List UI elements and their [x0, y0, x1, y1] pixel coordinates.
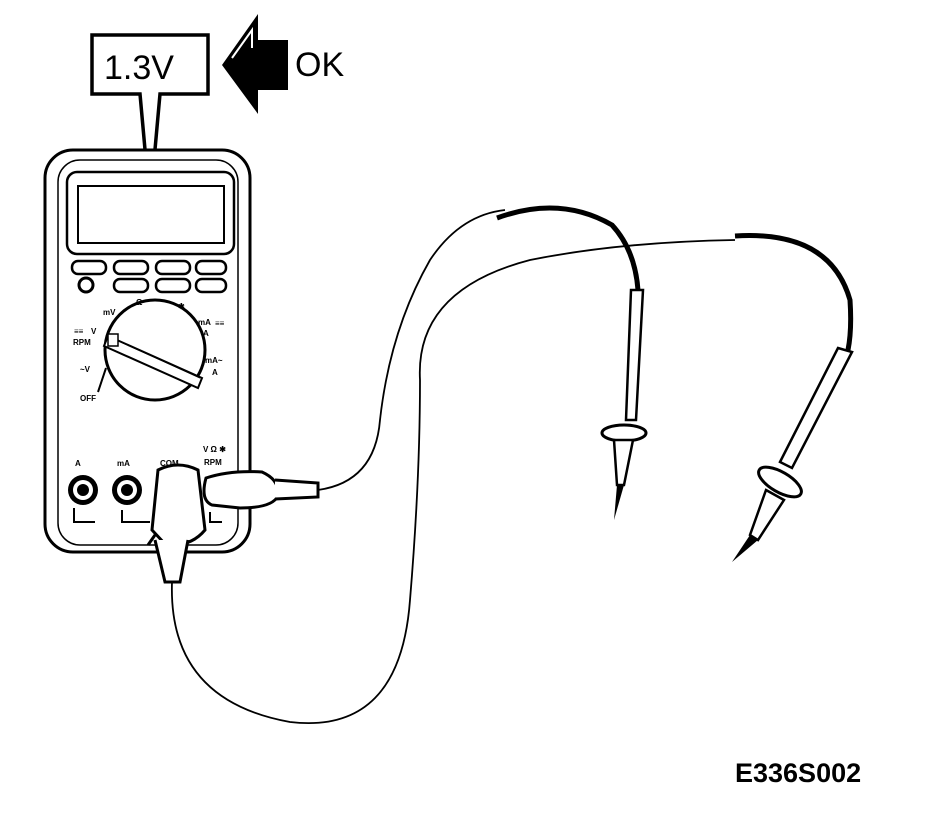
jack-label-v-ohm: V Ω ✱: [203, 445, 226, 454]
reading-value: 1.3V: [104, 49, 174, 87]
jack-labels: A mA COM V Ω ✱ RPM: [75, 445, 226, 468]
dial-labels: mV Ω ✱ mA ≡≡ A ≡≡ V RPM mA~ A ~V OFF: [73, 298, 225, 403]
dial-label-a-ac: A: [212, 368, 218, 377]
ok-arrow-icon: [222, 14, 288, 114]
dial-label-off: OFF: [80, 394, 96, 403]
reading-callout: 1.3V: [90, 33, 210, 206]
rotary-dial[interactable]: [97, 298, 207, 402]
figure-id: E336S002: [735, 758, 861, 788]
dial-label-ac-v: ~V: [80, 365, 91, 374]
jack-label-rpm: RPM: [204, 458, 222, 467]
input-jacks[interactable]: [68, 475, 222, 523]
black-test-probe: [732, 346, 854, 562]
dial-label-dc-v-symbol: ≡≡: [74, 327, 84, 336]
dial-label-ma-dc: mA: [198, 318, 211, 327]
dial-label-diode: ✱: [178, 302, 185, 311]
red-test-probe: [600, 288, 648, 520]
dial-label-mv: mV: [103, 308, 116, 317]
jack-label-ma: mA: [117, 459, 130, 468]
jack-label-a: A: [75, 459, 81, 468]
dial-label-dc-symbol: ≡≡: [215, 319, 225, 328]
v-ohm-probe-plug[interactable]: [202, 470, 320, 510]
test-leads: [171, 205, 854, 724]
dial-label-a-dc: A: [203, 329, 209, 338]
jack-label-com: COM: [160, 459, 179, 468]
dial-label-v: V: [91, 327, 97, 336]
lcd-display: [65, 170, 236, 256]
dial-label-rpm: RPM: [73, 338, 91, 347]
function-buttons[interactable]: [70, 259, 228, 294]
dial-label-ma-ac: mA~: [205, 356, 223, 365]
ok-label: OK: [295, 46, 344, 84]
dial-label-ohm: Ω: [136, 298, 143, 307]
com-probe-plug[interactable]: [146, 463, 207, 584]
